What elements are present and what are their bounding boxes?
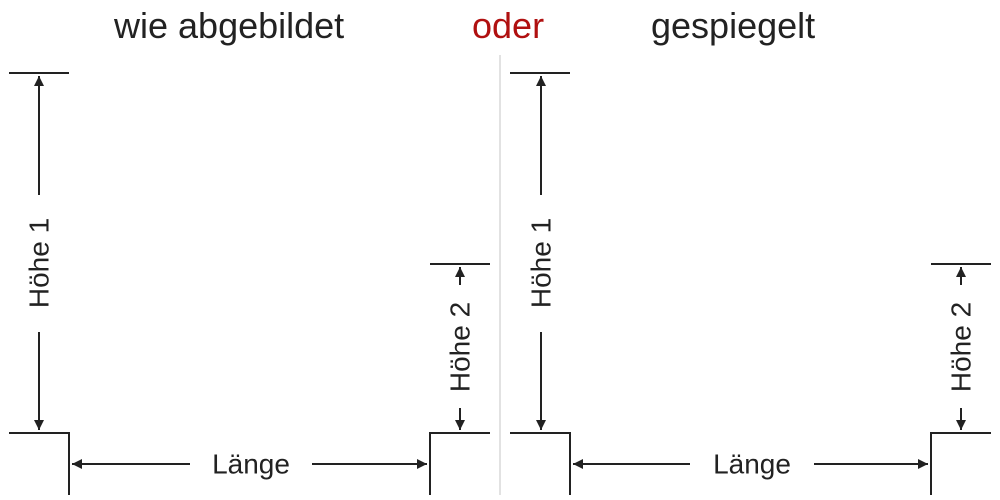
length-label: Länge: [713, 449, 791, 480]
height-1-label: Höhe 1: [24, 218, 55, 308]
heading-as-shown: wie abgebildet: [114, 5, 345, 46]
left-base-outline: [9, 432, 70, 495]
heading-mirrored: gespiegelt: [651, 5, 816, 46]
length-label: Länge: [212, 449, 290, 480]
variant-as-shown: [9, 72, 490, 495]
height-2-label: Höhe 2: [445, 302, 476, 392]
left-base-outline: [510, 432, 571, 495]
heading-or: oder: [472, 5, 545, 46]
height-1-label: Höhe 1: [526, 218, 557, 308]
right-step-outline: [429, 432, 490, 495]
right-step-outline: [930, 432, 991, 495]
variant-mirrored: [510, 72, 991, 495]
height-2-label: Höhe 2: [946, 302, 977, 392]
